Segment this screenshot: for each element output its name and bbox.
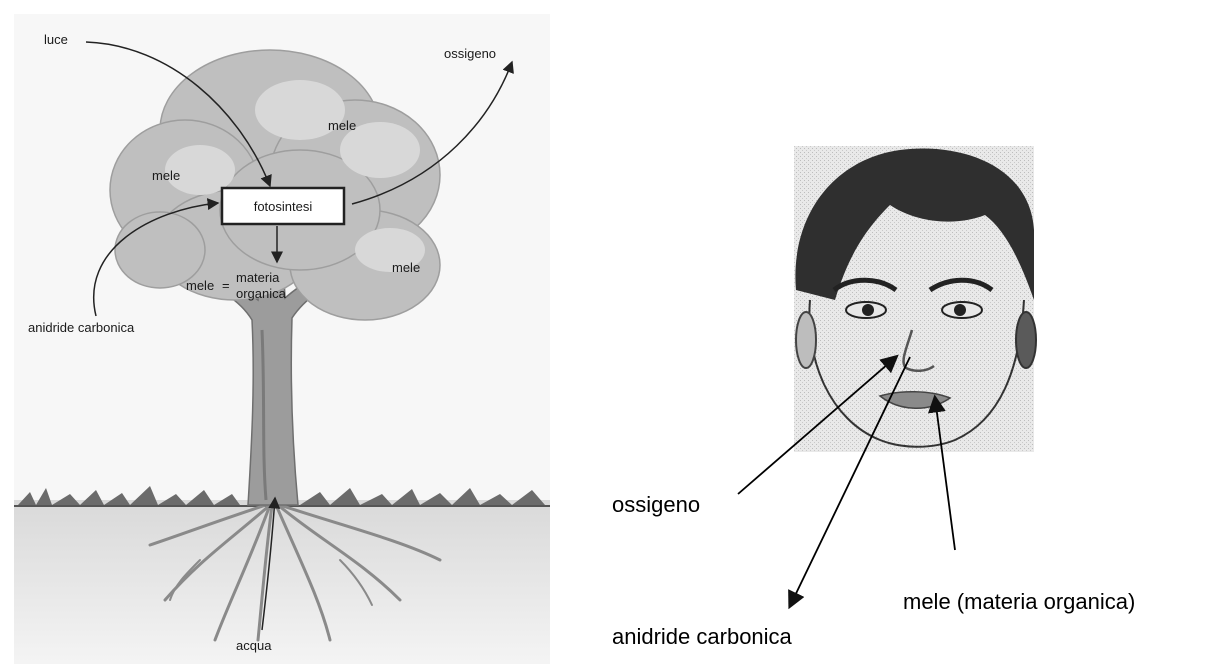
apples-bottom-label: mele xyxy=(186,278,214,293)
light-label: luce xyxy=(44,32,68,47)
face-panel: ossigeno mele (materia organica) anidrid… xyxy=(612,146,1135,649)
right-pupil xyxy=(954,304,966,316)
organic-matter-line1: materia xyxy=(236,270,280,285)
equals-sign: = xyxy=(222,278,230,293)
tree-panel: fotosintesi luce ossigeno mele mele mele… xyxy=(14,14,550,664)
carbon-dioxide-label-face: anidride carbonica xyxy=(612,624,793,649)
ground xyxy=(14,500,550,664)
apples-right-label: mele xyxy=(392,260,420,275)
apples-left-label: mele xyxy=(152,168,180,183)
right-ear xyxy=(1016,312,1036,368)
left-ear xyxy=(796,312,816,368)
photosynthesis-label: fotosintesi xyxy=(254,199,313,214)
water-label: acqua xyxy=(236,638,272,653)
organic-matter-line2: organica xyxy=(236,286,287,301)
carbon-dioxide-label: anidride carbonica xyxy=(28,320,135,335)
oxygen-label-face: ossigeno xyxy=(612,492,700,517)
apples-organic-label-face: mele (materia organica) xyxy=(903,589,1135,614)
apples-top-label: mele xyxy=(328,118,356,133)
left-pupil xyxy=(862,304,874,316)
oxygen-label: ossigeno xyxy=(444,46,496,61)
